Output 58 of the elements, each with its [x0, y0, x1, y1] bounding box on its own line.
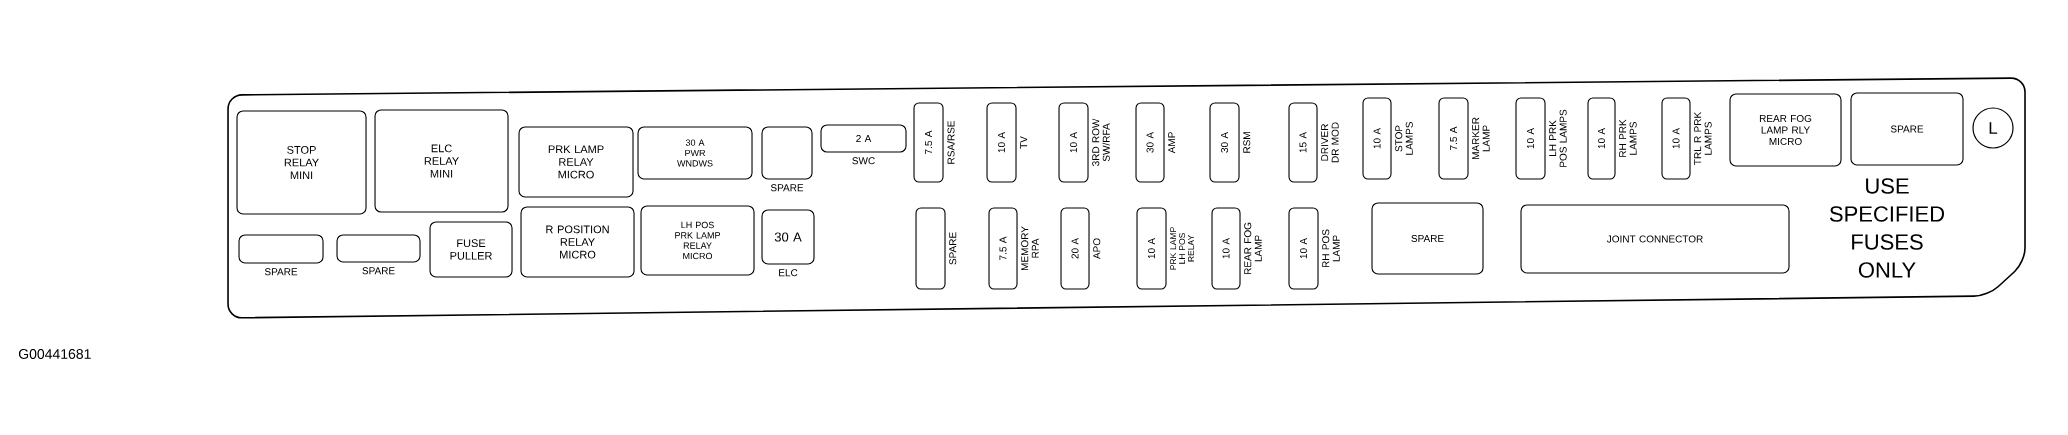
fuse-label: MARKER LAMP: [1472, 117, 1490, 160]
fuse: 30 A PWR WNDWS: [637, 126, 753, 180]
figure-code: G00441681: [18, 349, 91, 359]
warning-text: USE SPECIFIED FUSES ONLY: [1829, 178, 1945, 278]
fuse-label: SPARE: [264, 268, 298, 276]
relay-box: REAR FOG LAMP RLY MICRO: [1729, 93, 1842, 167]
fuse: 30 A: [761, 209, 815, 265]
fuse-label: REAR FOG LAMP: [1244, 222, 1262, 275]
fuse: 10 A: [1136, 207, 1167, 290]
fuse: 10 A: [1211, 207, 1241, 290]
fuse: 10 A: [1058, 102, 1089, 183]
fuse: 10 A: [1661, 97, 1691, 180]
fuse-puller: FUSE PULLER: [429, 221, 513, 278]
fuse-label: DRIVER DR MOD: [1321, 122, 1339, 163]
fuse: 7.5 A: [988, 207, 1018, 290]
fuse: 20 A: [1060, 207, 1090, 290]
fuse-label: ELC: [779, 269, 798, 277]
fuse-label: MEMORY RPA: [1021, 226, 1039, 271]
fuse: 10 A: [1515, 97, 1546, 180]
fuse: 10 A: [1288, 207, 1319, 290]
fuse-label: TV: [1020, 136, 1028, 149]
fuse: 7.5 A: [1438, 97, 1469, 180]
fuse-label: SPARE: [362, 267, 395, 275]
fuse-panel: [227, 77, 2026, 319]
fuse-label: RH PRK LAMPS: [1619, 119, 1637, 157]
fuse: 15 A: [1288, 102, 1318, 183]
spare-slot: [238, 234, 324, 264]
fuse-label: 3RD ROW SW/RFA: [1092, 118, 1110, 166]
fuse: 7.5 A: [913, 102, 944, 183]
fuse-label: SPARE: [949, 232, 957, 265]
connector-block: JOINT CONNECTOR: [1520, 204, 1790, 274]
spare-slot: [915, 207, 946, 290]
fuse-label: RSM: [1243, 132, 1251, 153]
relay-box: R POSITION RELAY MICRO: [520, 206, 635, 278]
fuse-label: LH PRK POS LAMPS: [1549, 109, 1567, 167]
spare-slot: SPARE: [1850, 92, 1964, 166]
relay-box: PRK LAMP RELAY MICRO: [518, 126, 634, 198]
spare-slot: [761, 126, 813, 180]
fuse-label: RSA/RSE: [947, 120, 955, 164]
fuse: 2 A: [820, 124, 907, 153]
spare-slot: [336, 234, 421, 263]
fuse-label: SWC: [852, 157, 875, 165]
spare-slot: SPARE: [1371, 202, 1484, 275]
fuse-label: TRL R PRK LAMPS: [1694, 111, 1712, 165]
fuse-label: APO: [1093, 238, 1101, 260]
fuse-label: RH POS LAMP: [1322, 229, 1340, 268]
fuse: 10 A: [1587, 97, 1616, 180]
fuse-label: PRK LAMP LH POS RELAY: [1170, 227, 1194, 270]
fuse: 10 A: [986, 102, 1017, 183]
relay-box: ELC RELAY MINI: [374, 109, 509, 213]
fuse: 30 A: [1209, 102, 1240, 183]
relay-box: LH POS PRK LAMP RELAY MICRO: [640, 205, 755, 276]
fuse-label: SPARE: [770, 184, 804, 192]
fuse-label: AMP: [1168, 132, 1176, 154]
fuse: 30 A: [1135, 102, 1165, 183]
fuse-label: STOP LAMPS: [1395, 122, 1413, 155]
relay-box: STOP RELAY MINI: [236, 110, 367, 215]
fuse: 10 A: [1362, 97, 1392, 180]
